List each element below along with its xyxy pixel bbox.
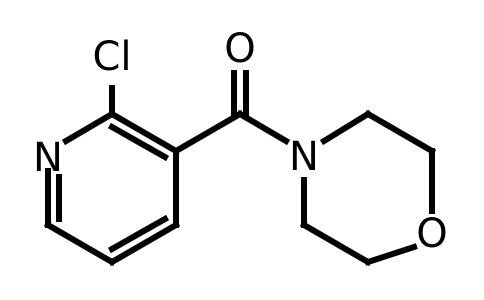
bond-c2-n1 — [61, 109, 117, 146]
bond-c5-c4-inner — [107, 214, 170, 254]
bond-morph-c1-c2 — [363, 109, 437, 156]
bond-morph-c3-c4 — [299, 220, 373, 267]
bond-c5-c4 — [107, 220, 181, 267]
bond-c6-c5 — [43, 220, 117, 267]
atom-label-chlorine: Cl — [92, 34, 131, 80]
atom-label-pyridine-nitrogen: N — [33, 135, 63, 181]
atom-label-morpholine-nitrogen: N — [289, 134, 319, 180]
bond-c3-c2-inner — [107, 122, 170, 162]
bond-carbonyl-n — [235, 109, 291, 146]
atom-label-morpholine-oxygen: O — [416, 211, 447, 257]
bond-c3-c2 — [107, 109, 181, 156]
bond-morph-o-c3 — [364, 243, 418, 266]
bond-morph-n-c1 — [319, 109, 373, 146]
atom-label-carbonyl-oxygen: O — [224, 26, 255, 72]
bond-c3-carbonyl — [171, 109, 245, 156]
